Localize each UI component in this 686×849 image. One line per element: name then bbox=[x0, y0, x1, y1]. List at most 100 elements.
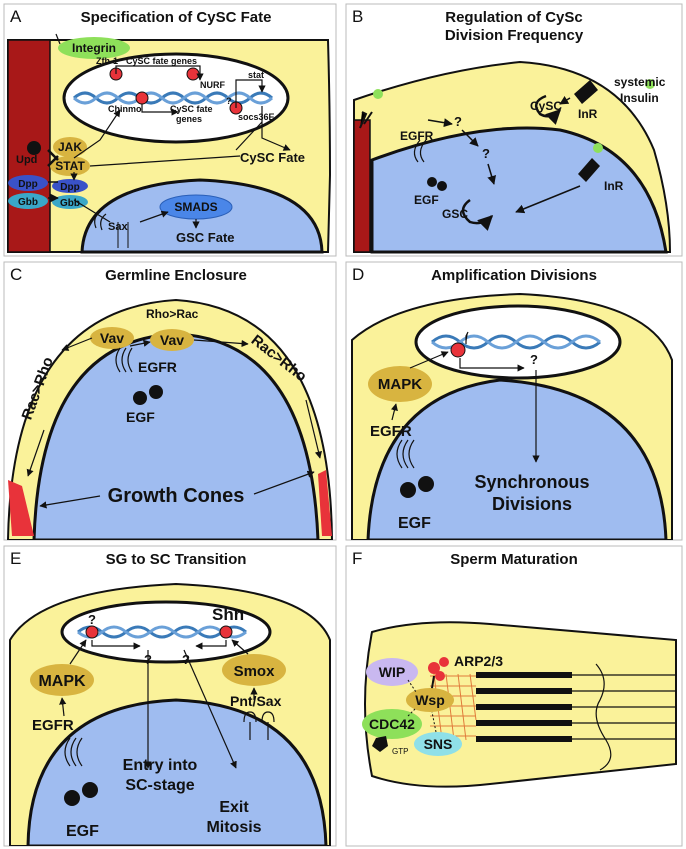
egfr-receptor-b bbox=[413, 139, 427, 163]
vav2-badge bbox=[150, 329, 194, 351]
egfr-arrow-2 bbox=[461, 129, 479, 147]
growth-cone-left bbox=[8, 480, 34, 536]
cdc42-wsp-link bbox=[407, 707, 417, 717]
sperm-nuclei-bundle bbox=[476, 672, 572, 742]
systemic-label: systemic bbox=[614, 75, 666, 89]
egf-label-d: EGF bbox=[398, 515, 431, 532]
question-1-b: ? bbox=[454, 114, 462, 129]
upd-label: Upd bbox=[16, 154, 37, 166]
panel-b-title-line2: Division Frequency bbox=[445, 27, 584, 44]
question-2-b: ? bbox=[482, 146, 490, 161]
nucleus-e bbox=[60, 600, 272, 664]
smox-label: Smox bbox=[234, 663, 276, 680]
vav-vav-arrow bbox=[129, 339, 151, 347]
hub-cell-b bbox=[353, 119, 371, 253]
panel-e-letter: E bbox=[10, 549, 21, 568]
panel-a-letter: A bbox=[10, 7, 22, 26]
germline-cell-d bbox=[366, 378, 668, 540]
vav1-badge bbox=[90, 327, 134, 349]
growth-cones-right-arrow bbox=[253, 470, 315, 495]
wsp-label: Wsp bbox=[415, 692, 445, 708]
smox-nucleus-arrow bbox=[231, 639, 249, 655]
egf-ligand-e1 bbox=[64, 790, 80, 806]
gtp-label: GTP bbox=[392, 747, 408, 756]
gsc-fate-label: GSC Fate bbox=[176, 230, 235, 245]
investment-cone-boundary bbox=[595, 663, 612, 771]
entry-line1: Entry into bbox=[123, 757, 198, 774]
stat-socs-line bbox=[89, 155, 241, 167]
shn-factor-e bbox=[219, 625, 233, 639]
gbb-sax-line bbox=[73, 199, 111, 223]
rac-cone-right-arrow bbox=[305, 399, 322, 459]
cysc-fate-genes-top-label: CySC fate genes bbox=[126, 56, 197, 66]
growth-cones-left-arrow bbox=[39, 495, 101, 509]
dpp-right-label: Dpp bbox=[60, 182, 79, 193]
cysc-fate-genes-bottom-line1: CySC fate bbox=[170, 104, 213, 114]
dpp-arrows bbox=[48, 181, 58, 198]
jak-receptor bbox=[47, 149, 59, 167]
egfr-arrow-1 bbox=[427, 118, 453, 128]
panel-b: B Regulation of CySc Division Frequency … bbox=[352, 7, 672, 254]
arp-dot-2 bbox=[439, 657, 449, 667]
hub-receptor bbox=[359, 111, 373, 129]
vav-rac-arrow bbox=[193, 339, 249, 348]
sns-badge bbox=[414, 732, 462, 756]
sync-line2: Divisions bbox=[492, 494, 572, 514]
stat-nucleus-arrow bbox=[73, 109, 121, 159]
integrin-link bbox=[55, 33, 61, 45]
nurf-label: NURF bbox=[200, 80, 225, 90]
question-2-e: ? bbox=[144, 652, 152, 667]
panel-e: E SG to SC Transition Shn ? ? ? MAPK Smo… bbox=[9, 549, 331, 846]
panel-a-title: Specification of CySC Fate bbox=[81, 9, 272, 26]
panel-f-title: Sperm Maturation bbox=[450, 551, 578, 568]
egf-ligand-e2 bbox=[82, 782, 98, 798]
vav-rac-left-arrow bbox=[61, 337, 93, 351]
exit-line2: Mitosis bbox=[206, 819, 261, 836]
egf-ligand-1 bbox=[427, 177, 437, 187]
inr-gsc-arrow bbox=[515, 185, 581, 214]
mapk-nucleus-arrow-e bbox=[69, 639, 87, 665]
insulin-dot-3 bbox=[593, 143, 603, 153]
socs-inhibit bbox=[235, 121, 263, 151]
gbb-left-badge bbox=[8, 193, 48, 209]
arp-label: ARP2/3 bbox=[454, 653, 503, 669]
smox-badge-e bbox=[222, 654, 286, 686]
panel-c-title: Germline Enclosure bbox=[105, 267, 247, 284]
dpp-left-label: Dpp bbox=[18, 179, 37, 190]
pnt-sax-stems bbox=[249, 722, 269, 740]
rac-cone-left-arrow bbox=[26, 429, 45, 477]
inr-top-label: InR bbox=[578, 107, 598, 121]
zfh1-label: Zfh-1 bbox=[96, 56, 118, 66]
inr-receptor-top bbox=[574, 80, 598, 104]
tf-left-e bbox=[85, 625, 99, 639]
inr-cysc-arrow bbox=[559, 95, 571, 105]
wip-label: WIP bbox=[379, 664, 405, 680]
chinmo-factor bbox=[135, 91, 149, 105]
insulin-dot-1 bbox=[373, 89, 383, 99]
sax-label: Sax bbox=[108, 221, 128, 233]
nucleus-question: ? bbox=[226, 96, 232, 106]
stat-gene-label: stat bbox=[248, 70, 264, 80]
sax-receptor bbox=[94, 211, 107, 231]
question-1-e: ? bbox=[88, 612, 96, 627]
exit-arrow bbox=[183, 649, 237, 769]
inr-receptor-bottom bbox=[578, 158, 600, 182]
sperm-tails bbox=[572, 674, 676, 740]
shn-label: Shn bbox=[212, 605, 244, 624]
growth-cone-right bbox=[318, 470, 332, 536]
egf-ligand-c2 bbox=[149, 385, 163, 399]
zfh1-arrow bbox=[115, 65, 204, 81]
insulin-label: Insulin bbox=[620, 91, 659, 105]
cysc-fate-genes-bottom-line2: genes bbox=[176, 114, 202, 124]
gsc-cycle-arrow bbox=[461, 198, 494, 231]
pnt-sax-label: Pnt/Sax bbox=[230, 693, 282, 709]
chinmo-label: Chinmo bbox=[108, 104, 142, 114]
egf-label-b: EGF bbox=[414, 193, 439, 207]
tf-stem-d bbox=[465, 331, 469, 344]
egfr-receptor-d bbox=[396, 439, 415, 469]
egf-ligand-c1 bbox=[133, 391, 147, 405]
chinmo-arrow bbox=[141, 104, 179, 116]
gsc-label-b: GSC bbox=[442, 207, 468, 221]
sns-wsp-link bbox=[431, 711, 437, 733]
egf-label-c: EGF bbox=[126, 409, 155, 425]
